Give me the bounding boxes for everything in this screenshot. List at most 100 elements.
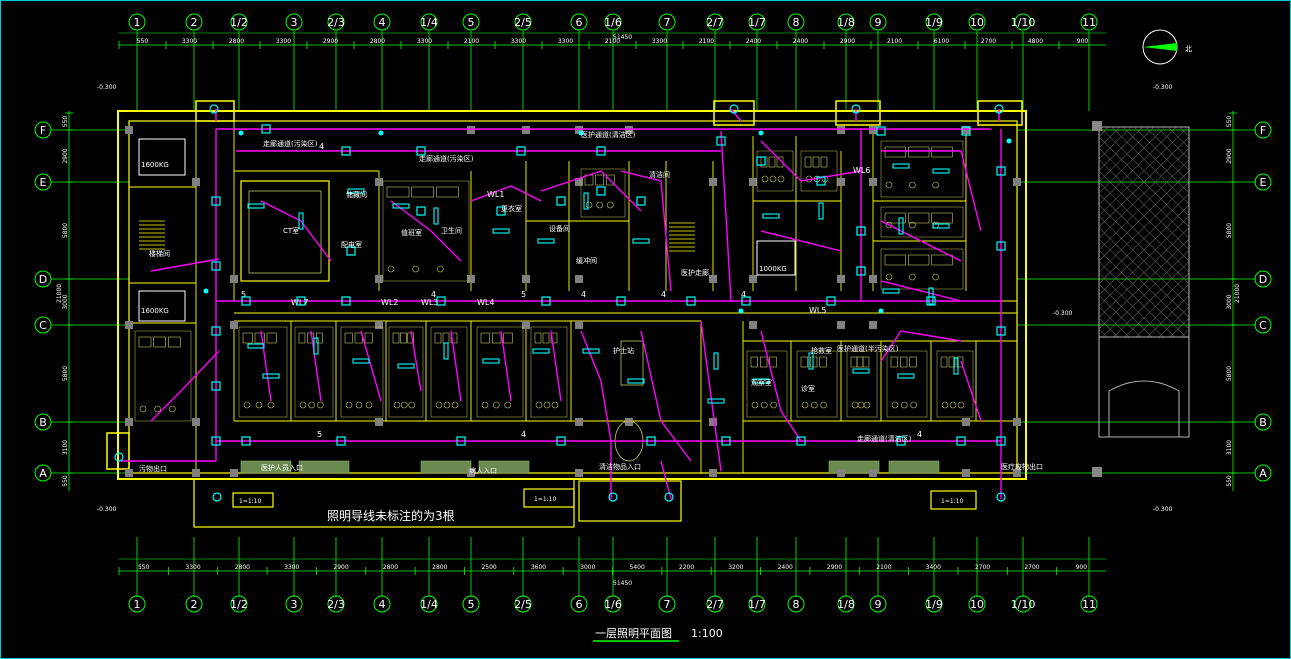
basin [909, 274, 915, 280]
sanitary-fixture [355, 333, 362, 343]
drawing-title-block: 一层照明平面图 1:100 [593, 627, 723, 641]
circuit-tag: WL1 [487, 190, 504, 199]
dimension-value: 6100 [934, 38, 949, 45]
axis-label-col: 8 [793, 16, 800, 29]
wire-count: 4 [431, 290, 436, 299]
dimension-value: 5800 [62, 366, 69, 381]
dimension-value: 2700 [1024, 564, 1039, 571]
dimension-value: 2700 [981, 38, 996, 45]
column [869, 469, 877, 477]
basin [140, 406, 146, 412]
basin [586, 202, 592, 208]
north-label: 北 [1185, 45, 1192, 53]
elevator-1-box [139, 139, 185, 175]
sanitary-fixture [299, 333, 305, 343]
basin [778, 176, 784, 182]
dimension-value: 3300 [511, 38, 526, 45]
room-label: 医护通道(半污染区) [837, 344, 899, 353]
elevator-2-load: 1600KG [141, 307, 169, 315]
sanitary-fixture [400, 333, 406, 343]
axis-label-col: 1/10 [1011, 598, 1036, 611]
basin [346, 402, 352, 408]
axis-label-col: 1/7 [748, 598, 766, 611]
lighting-circuit-run [551, 331, 561, 401]
room-furnishing [847, 351, 877, 417]
basin [436, 402, 442, 408]
basin [821, 402, 827, 408]
column [837, 321, 845, 329]
junction-box [417, 207, 425, 215]
dimension-value: 3600 [531, 564, 546, 571]
fluorescent-fixture [483, 359, 499, 363]
junction-box [597, 187, 605, 195]
sanitary-fixture [596, 175, 604, 185]
column [749, 321, 757, 329]
dimension-value: 3200 [728, 564, 743, 571]
axis-label-col: 1/10 [1011, 16, 1036, 29]
fluorescent-fixture [883, 289, 899, 293]
column [709, 469, 717, 477]
axis-label-col: 1/4 [420, 16, 438, 29]
sanitary-fixture [908, 213, 929, 223]
section-scale-3: 1=1:10 [941, 498, 964, 505]
sanitary-fixture [443, 333, 449, 343]
basin [437, 266, 443, 272]
sanitary-fixture [365, 333, 372, 343]
column [375, 178, 383, 186]
lighting-circuit-run [151, 351, 219, 421]
wiring-note: 照明导线未标注的为3根 [327, 508, 455, 523]
basin [852, 402, 858, 408]
room-label: 卫生间 [441, 226, 462, 235]
axis-label-row: B [1259, 416, 1267, 429]
sanitary-fixture [891, 357, 898, 367]
sanitary-fixture [932, 213, 953, 223]
room-label: 病人入口 [469, 466, 497, 475]
column [375, 418, 383, 426]
basin [958, 402, 964, 408]
lighting-circuit-run [881, 281, 961, 301]
axis-label-col: 1/9 [925, 598, 943, 611]
dimension-value: 2800 [432, 564, 447, 571]
level-mark-topleft: -0.300 [97, 84, 117, 91]
basin [309, 402, 315, 408]
room-label: 走廊通道(污染区) [263, 139, 318, 148]
dimension-value: 550 [62, 475, 69, 487]
total-length-top: 51450 [613, 34, 632, 41]
level-mark-annex: -0.300 [1053, 310, 1073, 317]
elevator-1-load: 1600KG [141, 161, 169, 169]
sanitary-fixture [535, 333, 541, 343]
junction-box [637, 197, 645, 205]
dimension-value: 2400 [778, 564, 793, 571]
column [375, 275, 383, 283]
column [125, 321, 133, 329]
elevator-2-box [139, 291, 185, 321]
room-label: 清洁物品入口 [599, 462, 641, 471]
lighting-circuit-run [411, 331, 421, 391]
elevator-tags: 1600KG 1600KG 1000KG [139, 139, 795, 321]
sanitary-fixture [941, 357, 947, 367]
annex-hatched-area [1092, 121, 1189, 477]
sanitary-fixture [168, 337, 180, 347]
sanitary-fixture [751, 357, 758, 367]
drawing-title: 一层照明平面图 [595, 627, 672, 640]
axis-label-col: 2/7 [706, 598, 724, 611]
lighting-circuit-run [501, 331, 511, 401]
axis-label-col: 1/2 [230, 598, 248, 611]
fluorescent-fixture [584, 193, 588, 209]
dimension-value: 2900 [827, 564, 842, 571]
dimension-value: 3100 [1226, 440, 1233, 455]
axis-label-col: 7 [664, 598, 671, 611]
sanitary-fixture [543, 333, 549, 343]
exit-light [609, 493, 617, 501]
circuit-tag: WL3 [421, 298, 438, 307]
fluorescent-fixture [898, 374, 914, 378]
basin [771, 402, 777, 408]
sanitary-fixture [820, 357, 827, 367]
lighting-circuit-run [471, 186, 541, 201]
sanitary-fixture [243, 333, 252, 343]
light-switch [379, 131, 384, 136]
level-marks: -0.300 -0.300 -0.300 -0.300 -0.300 [97, 84, 1173, 513]
axis-label-row: E [1260, 176, 1267, 189]
column [837, 275, 845, 283]
